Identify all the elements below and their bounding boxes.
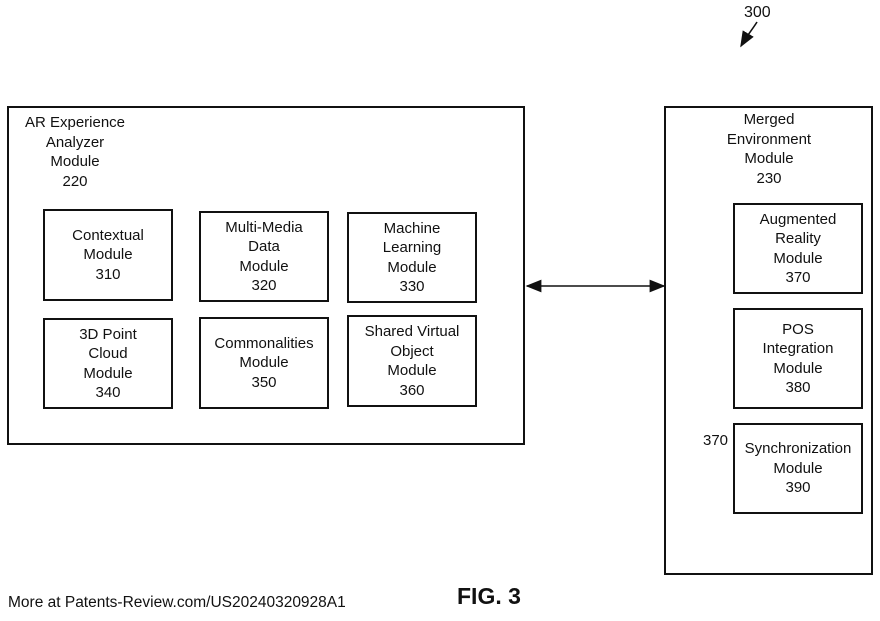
merged-title-line-3: Module	[716, 149, 822, 169]
augmented-reality-module-line-4: 370	[785, 268, 810, 288]
multi-media-module-line-2: Data	[248, 237, 280, 257]
synchronization-module-line-1: Synchronization	[745, 439, 852, 459]
patent-source-watermark: More at Patents-Review.com/US20240320928…	[8, 594, 346, 612]
multi-media-module-line-3: Module	[239, 257, 288, 277]
shared-virtual-object-module-line-2: Object	[390, 342, 433, 362]
pos-integration-module-box: POS Integration Module 380	[733, 308, 863, 409]
merged-title-line-4: 230	[716, 169, 822, 189]
shared-virtual-object-module-line-3: Module	[387, 361, 436, 381]
pos-integration-module-line-1: POS	[782, 320, 814, 340]
augmented-reality-module-line-2: Reality	[775, 229, 821, 249]
contextual-module-line-2: Module	[83, 245, 132, 265]
pos-integration-module-line-3: Module	[773, 359, 822, 379]
contextual-module-box: Contextual Module 310	[43, 209, 173, 301]
database-label: 370	[703, 432, 728, 449]
machine-learning-module-line-4: 330	[399, 277, 424, 297]
commonalities-module-line-1: Commonalities	[214, 334, 313, 354]
shared-virtual-object-module-line-1: Shared Virtual	[365, 322, 460, 342]
merged-environment-title: Merged Environment Module 230	[716, 110, 822, 188]
3d-point-cloud-module-line-2: Cloud	[88, 344, 127, 364]
shared-virtual-object-module-box: Shared Virtual Object Module 360	[347, 315, 477, 407]
augmented-reality-module-line-3: Module	[773, 249, 822, 269]
machine-learning-module-line-1: Machine	[384, 219, 441, 239]
machine-learning-module-line-2: Learning	[383, 238, 441, 258]
analyzer-title-line-1: AR Experience	[20, 113, 130, 133]
3d-point-cloud-module-line-1: 3D Point	[79, 325, 137, 345]
multi-media-module-line-1: Multi-Media	[225, 218, 303, 238]
commonalities-module-line-2: Module	[239, 353, 288, 373]
commonalities-module-box: Commonalities Module 350	[199, 317, 329, 409]
pos-integration-module-line-2: Integration	[763, 339, 834, 359]
merged-title-line-2: Environment	[716, 130, 822, 150]
machine-learning-module-line-3: Module	[387, 258, 436, 278]
augmented-reality-module-line-1: Augmented	[760, 210, 837, 230]
pos-integration-module-line-4: 380	[785, 378, 810, 398]
analyzer-title-line-3: Module	[20, 152, 130, 172]
3d-point-cloud-module-line-3: Module	[83, 364, 132, 384]
machine-learning-module-box: Machine Learning Module 330	[347, 212, 477, 303]
synchronization-module-line-3: 390	[785, 478, 810, 498]
commonalities-module-line-3: 350	[251, 373, 276, 393]
reference-arrow-300	[741, 22, 757, 46]
synchronization-module-box: Synchronization Module 390	[733, 423, 863, 514]
3d-point-cloud-module-line-4: 340	[95, 383, 120, 403]
figure-reference-number: 300	[744, 4, 771, 22]
merged-title-line-1: Merged	[716, 110, 822, 130]
contextual-module-line-3: 310	[95, 265, 120, 285]
synchronization-module-line-2: Module	[773, 459, 822, 479]
analyzer-title-line-2: Analyzer	[20, 133, 130, 153]
multi-media-data-module-box: Multi-Media Data Module 320	[199, 211, 329, 302]
figure-caption: FIG. 3	[457, 583, 521, 610]
contextual-module-line-1: Contextual	[72, 226, 144, 246]
augmented-reality-module-box: Augmented Reality Module 370	[733, 203, 863, 294]
multi-media-module-line-4: 320	[251, 276, 276, 296]
ar-experience-analyzer-title: AR Experience Analyzer Module 220	[20, 113, 130, 191]
analyzer-title-line-4: 220	[20, 172, 130, 192]
3d-point-cloud-module-box: 3D Point Cloud Module 340	[43, 318, 173, 409]
shared-virtual-object-module-line-4: 360	[399, 381, 424, 401]
